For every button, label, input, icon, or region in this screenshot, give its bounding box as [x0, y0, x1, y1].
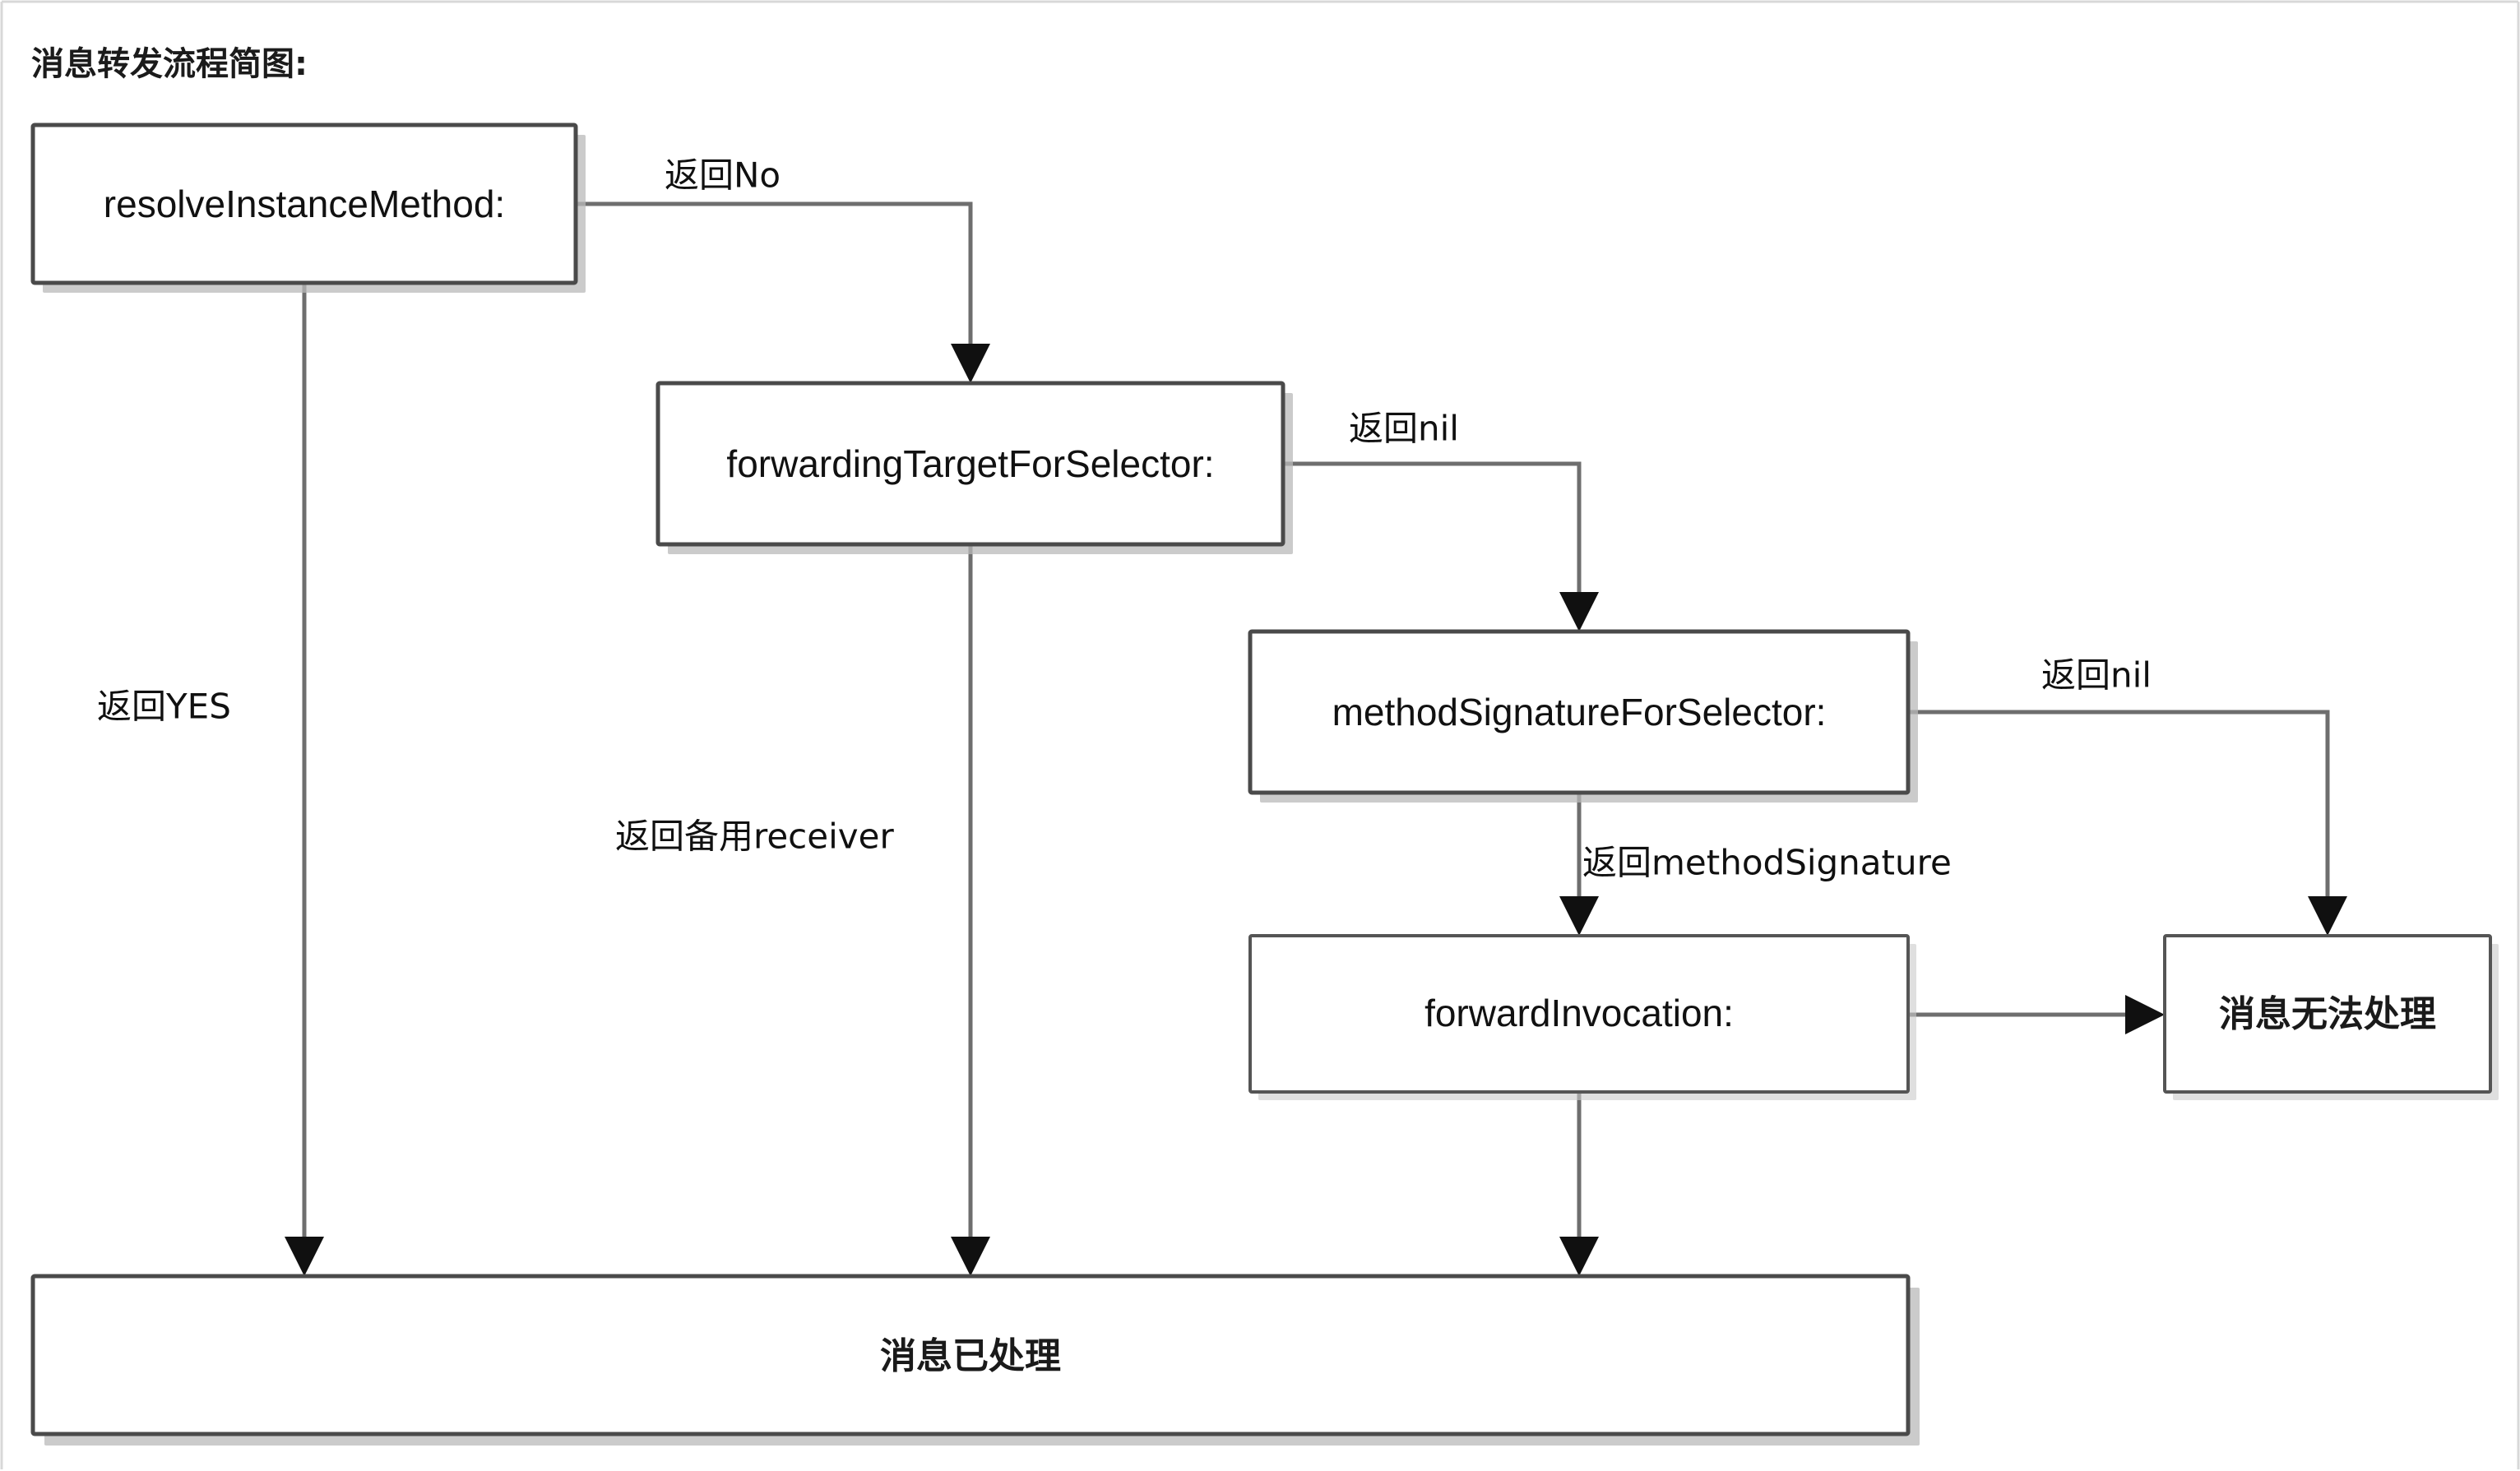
node-resolve-instance-method[interactable]: resolveInstanceMethod: — [30, 123, 586, 293]
node-forward-invocation[interactable]: forwardInvocation: — [1248, 934, 1916, 1100]
edge-methodsignature-to-forwardinvocation — [1559, 793, 1599, 936]
node-label-message-handled: 消息已处理 — [880, 1335, 1061, 1377]
edge-label-return-backup-receiver: 返回备用receiver — [615, 816, 894, 857]
edge-resolve-to-forwardingtarget — [576, 201, 990, 383]
node-label-forwarding-target-for-selector: forwardingTargetForSelector: — [726, 442, 1214, 485]
edge-forwardinvocation-to-messagehandled — [1559, 1092, 1599, 1276]
node-message-handled[interactable]: 消息已处理 — [30, 1274, 1920, 1446]
edge-forwardinvocation-to-messageunhandled — [1908, 995, 2165, 1034]
node-message-unhandled[interactable]: 消息无法处理 — [2163, 934, 2499, 1100]
edge-forwardingtarget-to-messagehandled — [951, 544, 990, 1276]
edge-forwardingtarget-to-methodsignature — [1283, 461, 1599, 631]
node-label-forward-invocation: forwardInvocation: — [1424, 992, 1734, 1034]
node-label-method-signature-for-selector: methodSignatureForSelector: — [1332, 691, 1827, 733]
edge-label-return-no: 返回No — [665, 155, 781, 196]
edge-label-return-nil-methodsignature: 返回nil — [2041, 655, 2152, 696]
edge-label-return-nil-forwardingtarget: 返回nil — [1349, 409, 1459, 449]
node-forwarding-target-for-selector[interactable]: forwardingTargetForSelector: — [655, 381, 1293, 554]
node-label-message-unhandled: 消息无法处理 — [2219, 993, 2436, 1035]
edge-label-return-methodsignature: 返回methodSignature — [1582, 843, 1952, 883]
edge-methodsignature-to-messageunhandled — [1908, 710, 2347, 936]
edge-label-return-yes: 返回YES — [97, 687, 231, 727]
node-method-signature-for-selector[interactable]: methodSignatureForSelector: — [1248, 629, 1918, 803]
page-title: 消息转发流程简图: — [31, 45, 308, 83]
node-label-resolve-instance-method: resolveInstanceMethod: — [104, 183, 505, 225]
edge-resolve-to-messagehandled — [285, 283, 324, 1276]
